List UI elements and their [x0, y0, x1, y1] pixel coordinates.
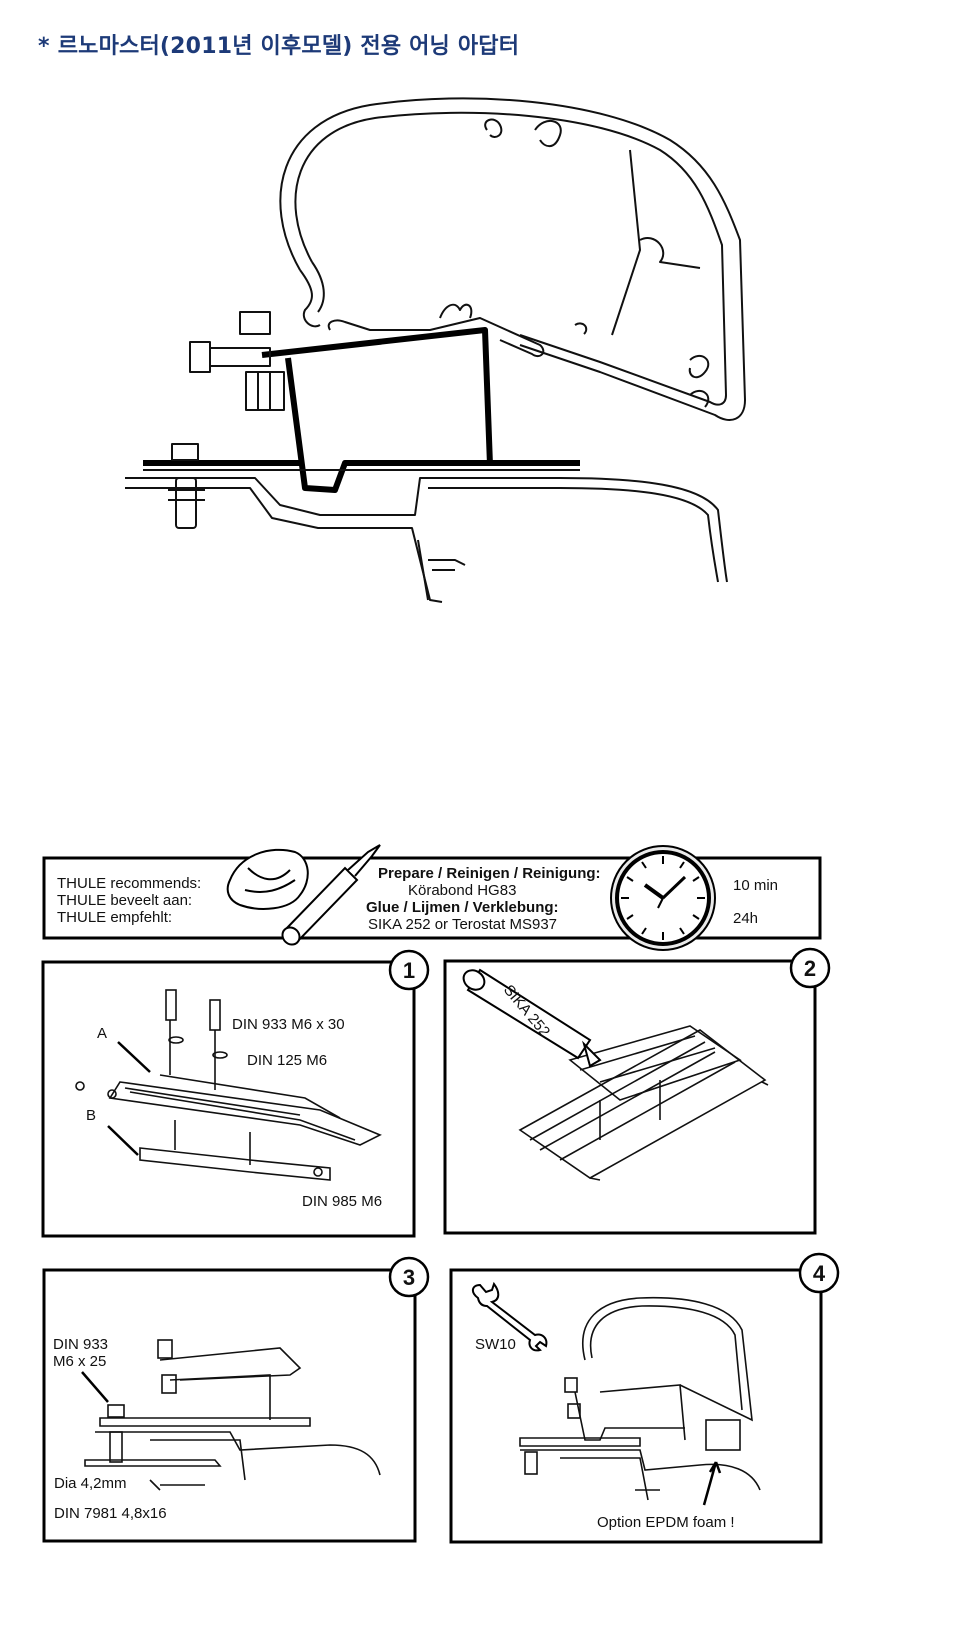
step-3-drawing — [84, 1339, 381, 1491]
wrench-icon — [472, 1281, 548, 1352]
step-3-label-bolt-1: DIN 933 — [53, 1336, 108, 1353]
step-4-panel: 4 SW10 Option EPDM foam ! — [449, 1252, 840, 1544]
step-2-badge — [789, 947, 831, 989]
time-label-2: 24h — [733, 910, 758, 927]
page-title: * 르노마스터(2011년 이후모델) 전용 어닝 아답터 — [38, 28, 519, 60]
step-1-drawing — [75, 989, 382, 1181]
step-1-label-washer: DIN 125 M6 — [247, 1052, 327, 1069]
glue-heading: Glue / Lijmen / Verklebung: — [366, 899, 559, 916]
step-3-number: 3 — [403, 1265, 415, 1290]
bolt-upper — [189, 311, 285, 411]
step-3-label-screw: DIN 7981 4,8x16 — [54, 1505, 167, 1522]
step-4-label-foam: Option EPDM foam ! — [597, 1514, 735, 1531]
step-4-number: 4 — [813, 1261, 826, 1286]
step-2-panel: 2 SIKA 252 — [443, 947, 831, 1235]
step-1-label-bolt: DIN 933 M6 x 30 — [232, 1016, 345, 1033]
title-star: * — [38, 34, 50, 59]
recommend-bar: THULE recommends: THULE beveelt aan: THU… — [42, 844, 822, 951]
step-1-label-nut: DIN 985 M6 — [302, 1193, 382, 1210]
step-2-drawing — [518, 1025, 769, 1181]
main-cross-section — [125, 97, 746, 603]
step-3-label-bolt-2: M6 x 25 — [53, 1353, 106, 1370]
awning-cassette — [279, 97, 746, 421]
step-4-label-wrench: SW10 — [475, 1336, 516, 1353]
adapter-profile — [143, 303, 580, 493]
step-2-number: 2 — [804, 956, 816, 981]
title-text: 르노마스터(2011년 이후모델) 전용 어닝 아답터 — [57, 34, 520, 59]
prepare-product: Körabond HG83 — [408, 882, 516, 899]
sika-tube-icon — [462, 968, 602, 1068]
glue-tube-icon — [281, 844, 381, 946]
vehicle-roof — [125, 477, 728, 603]
step-4-badge — [798, 1252, 840, 1294]
step-1-badge — [388, 949, 430, 991]
clock-icon — [610, 845, 716, 951]
tissue-icon — [226, 848, 309, 910]
bolt-lower — [168, 443, 205, 529]
step-1-number: 1 — [403, 958, 415, 983]
step-4-drawing — [519, 1296, 761, 1501]
step-1-label-b: B — [86, 1107, 96, 1124]
step-3-badge — [388, 1256, 430, 1298]
recommend-line-1: THULE recommends: — [57, 875, 201, 892]
step-3-panel: 3 DIN 933 M6 x 25 Dia 4,2mm DIN 7981 4,8… — [42, 1256, 430, 1543]
recommend-line-2: THULE beveelt aan: — [57, 892, 192, 909]
recommend-line-3: THULE empfehlt: — [57, 909, 172, 926]
step-1-label-a: A — [97, 1025, 107, 1042]
time-label-1: 10 min — [733, 877, 778, 894]
prepare-heading: Prepare / Reinigen / Reinigung: — [378, 865, 601, 882]
step-3-label-drill: Dia 4,2mm — [54, 1475, 127, 1492]
step-1-panel: 1 A B DIN 933 M6 x 30 DIN 125 M6 DIN 985… — [41, 949, 430, 1238]
glue-product: SIKA 252 or Terostat MS937 — [368, 916, 557, 933]
